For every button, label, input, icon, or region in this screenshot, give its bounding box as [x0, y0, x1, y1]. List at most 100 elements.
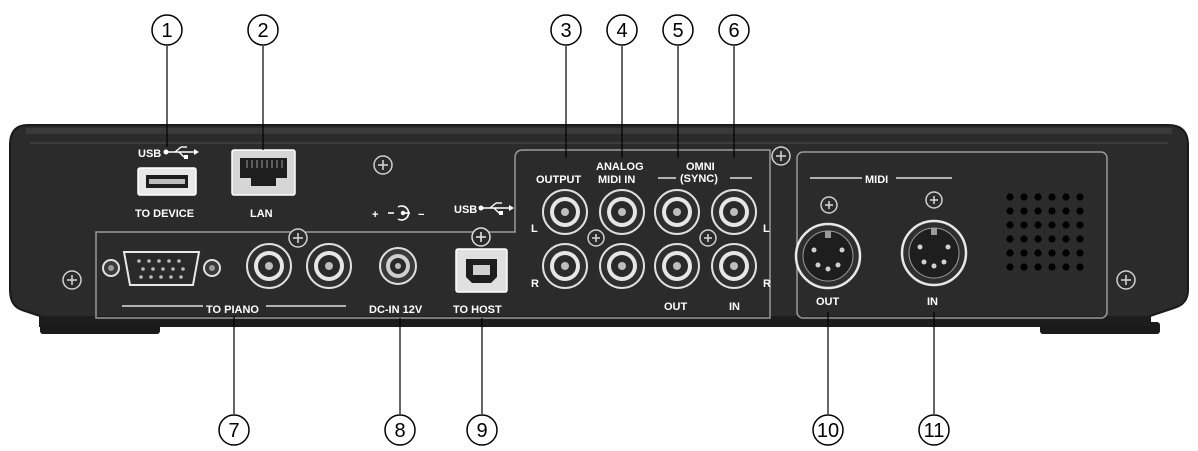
grille-hole — [1020, 221, 1028, 229]
svg-text:1: 1 — [161, 20, 172, 42]
svg-text:7: 7 — [228, 420, 239, 442]
grille-hole — [1020, 235, 1028, 243]
leader-lines — [166, 46, 935, 414]
piano-panel — [95, 149, 771, 319]
omni-in-label: IN — [729, 301, 740, 313]
chassis-top-strip — [26, 128, 1172, 134]
omni-out-label: OUT — [664, 301, 688, 313]
midi-panel — [796, 151, 1108, 319]
phillips-screw-icon — [699, 229, 717, 247]
phillips-screw-icon — [587, 229, 605, 247]
svg-text:3: 3 — [560, 20, 571, 42]
power-minus-sign: − — [418, 209, 424, 221]
output-label: OUTPUT — [536, 174, 582, 186]
grille-hole — [1020, 263, 1028, 271]
grille-hole — [1006, 221, 1014, 229]
grille-hole — [1076, 221, 1084, 229]
grille-hole — [1006, 235, 1014, 243]
usb-trident-icon — [163, 146, 199, 159]
phillips-screw-icon — [288, 228, 308, 248]
callout-9: 9 — [466, 414, 498, 446]
phillips-screw-icon — [925, 191, 943, 209]
svg-text:8: 8 — [394, 420, 405, 442]
grille-hole — [1048, 235, 1056, 243]
midi-label: MIDI — [865, 174, 888, 186]
grille-hole — [1034, 249, 1042, 257]
to-piano-label: TO PIANO — [206, 304, 259, 316]
grille-hole — [1076, 193, 1084, 201]
callout-10: 10 — [812, 414, 844, 446]
grille-hole — [1034, 193, 1042, 201]
lan-label: LAN — [250, 208, 273, 220]
grille-hole — [1076, 207, 1084, 215]
omni-in-l-jack[interactable] — [711, 189, 757, 235]
chassis-bottom-edge — [40, 316, 1150, 326]
midi-out-label: OUT — [816, 296, 840, 308]
usb-device-label: USB — [138, 148, 161, 160]
grille-hole — [1062, 235, 1070, 243]
grille-hole — [1048, 193, 1056, 201]
svg-text:11: 11 — [924, 420, 945, 442]
channel-l-right: L — [763, 223, 770, 235]
power-plus-sign: + — [372, 209, 378, 221]
callout-11: 11 — [918, 414, 950, 446]
to-device-label: TO DEVICE — [135, 208, 194, 220]
grille-hole — [1076, 235, 1084, 243]
to-host-label: TO HOST — [453, 304, 502, 316]
grille-hole — [1020, 249, 1028, 257]
usb-host-label: USB — [454, 204, 477, 216]
analog-midi-in-upper-jack[interactable] — [599, 189, 645, 235]
omni-in-r-jack[interactable] — [711, 243, 757, 289]
grille-hole — [1062, 263, 1070, 271]
grille-hole — [1006, 249, 1014, 257]
omni-out-l-jack[interactable] — [654, 189, 700, 235]
phillips-screw-icon — [1116, 270, 1136, 290]
phillips-screw-icon — [62, 270, 82, 290]
svg-text:6: 6 — [728, 20, 739, 42]
svg-text:9: 9 — [476, 420, 487, 442]
phillips-screw-icon — [771, 146, 791, 166]
grille-hole — [1006, 193, 1014, 201]
omni-out-r-jack[interactable] — [654, 243, 700, 289]
grille-hole — [1034, 263, 1042, 271]
channel-r-left: R — [531, 278, 539, 290]
output-r-jack[interactable] — [542, 243, 588, 289]
channel-l-left: L — [531, 223, 538, 235]
output-l-jack[interactable] — [542, 189, 588, 235]
piano-rca-jack-2[interactable] — [306, 243, 352, 289]
grille-hole — [1076, 263, 1084, 271]
channel-r-right: R — [763, 278, 771, 290]
midi-in-din-port[interactable] — [900, 219, 968, 287]
callout-7: 7 — [218, 414, 250, 446]
grille-hole — [1062, 207, 1070, 215]
grille-hole — [1034, 221, 1042, 229]
grille-hole — [1076, 249, 1084, 257]
svg-text:10: 10 — [817, 420, 839, 442]
vga-connector[interactable] — [102, 251, 221, 286]
phillips-screw-icon — [373, 155, 393, 175]
grille-hole — [1062, 221, 1070, 229]
piano-rca-jack-1[interactable] — [246, 243, 292, 289]
midi-out-din-port[interactable] — [794, 222, 862, 290]
grille-hole — [1062, 249, 1070, 257]
dc-in-jack[interactable] — [379, 247, 417, 285]
grille-hole — [1034, 235, 1042, 243]
callout-3: 3 — [550, 14, 582, 46]
analog-midi-in-lower-jack[interactable] — [599, 243, 645, 289]
grille-hole — [1048, 263, 1056, 271]
grille-hole — [1006, 207, 1014, 215]
speaker-grille — [1006, 193, 1084, 271]
callout-4: 4 — [606, 14, 638, 46]
grille-hole — [1048, 221, 1056, 229]
grille-hole — [1020, 193, 1028, 201]
analog-label-line1: ANALOG — [596, 161, 644, 173]
callout-5: 5 — [662, 14, 694, 46]
svg-text:4: 4 — [616, 20, 627, 42]
analog-label-line2: MIDI IN — [598, 174, 635, 186]
callout-8: 8 — [384, 414, 416, 446]
svg-text:2: 2 — [257, 20, 268, 42]
grille-hole — [1048, 249, 1056, 257]
callout-2: 2 — [247, 14, 279, 46]
midi-in-label: IN — [927, 296, 938, 308]
